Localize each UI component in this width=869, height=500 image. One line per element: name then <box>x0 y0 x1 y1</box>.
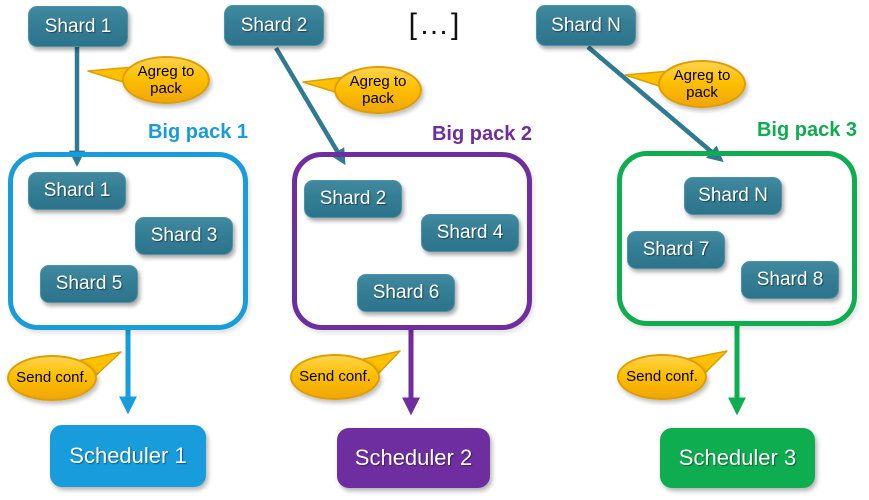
big-pack-1-title: Big pack 1 <box>147 121 248 143</box>
send-conf-bubble-2: Send conf. <box>290 354 380 400</box>
big-pack-2-container <box>292 152 532 330</box>
pack2-shard-6: Shard 6 <box>357 274 455 312</box>
pack3-shard-8: Shard 8 <box>741 261 839 299</box>
big-pack-3-title: Big pack 3 <box>756 119 857 141</box>
source-shard-2: Shard 2 <box>224 5 324 46</box>
arrow-shard2-to-pack2 <box>274 46 346 166</box>
source-shard-1: Shard 1 <box>28 6 128 47</box>
send-conf-bubble-1: Send conf. <box>7 355 97 401</box>
pack3-shard-7: Shard 7 <box>627 231 725 269</box>
agreg-to-pack-bubble-3: Agreg to pack <box>658 60 746 108</box>
pack1-shard-3: Shard 3 <box>135 217 233 255</box>
agreg-to-pack-bubble-2: Agreg to pack <box>334 66 422 114</box>
send-conf-bubble-3: Send conf. <box>617 354 707 400</box>
ellipsis-label: […] <box>408 8 462 41</box>
big-pack-3-container <box>617 151 857 326</box>
pack1-shard-1: Shard 1 <box>28 172 126 210</box>
pack1-shard-5: Shard 5 <box>40 265 138 303</box>
big-pack-2-title: Big pack 2 <box>431 123 532 145</box>
big-pack-1-container <box>8 152 248 330</box>
pack2-shard-4: Shard 4 <box>421 214 519 252</box>
scheduler-2: Scheduler 2 <box>337 428 490 488</box>
scheduler-1: Scheduler 1 <box>50 425 206 487</box>
pack3-shard-n: Shard N <box>684 177 782 215</box>
agreg-to-pack-bubble-1: Agreg to pack <box>122 56 210 104</box>
source-shard-n: Shard N <box>536 5 636 46</box>
pack2-shard-2: Shard 2 <box>304 180 402 218</box>
scheduler-3: Scheduler 3 <box>660 428 815 488</box>
